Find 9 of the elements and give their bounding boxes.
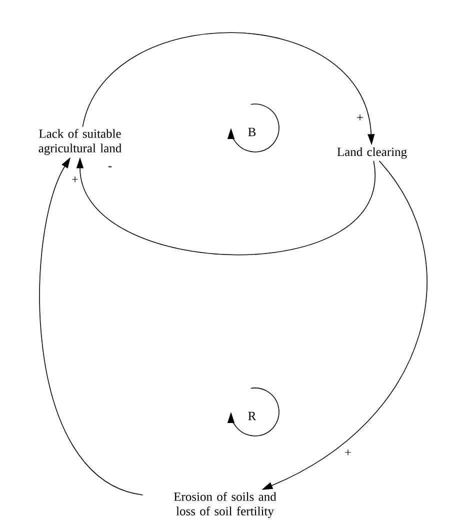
polarity-sign: + (70, 175, 80, 185)
polarity-sign: + (355, 113, 365, 123)
variable-label: Erosion of soils and loss of soil fertility (174, 492, 276, 518)
loop-label: B (248, 128, 256, 136)
polarity-sign: + (343, 448, 353, 458)
loop-label: R (248, 412, 256, 420)
variable-label: Lack of suitable agricultural land (38, 129, 122, 155)
polarity-sign: - (106, 165, 114, 171)
variable-label: Land clearing (337, 147, 407, 159)
